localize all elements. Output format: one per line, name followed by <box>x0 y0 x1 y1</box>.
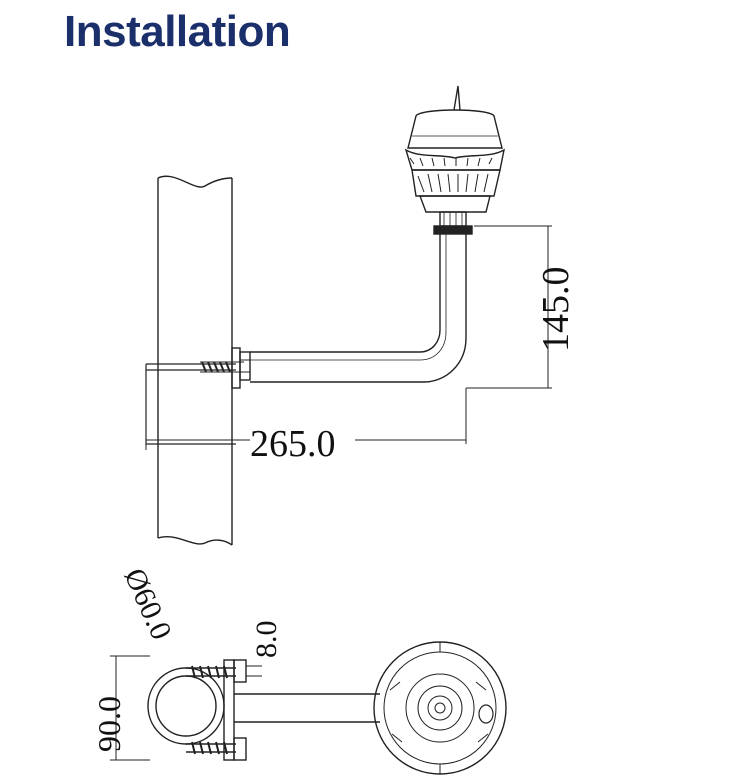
obstruction-light <box>404 85 505 235</box>
bracket-arm <box>250 232 467 383</box>
dim-light-height: 145.0 <box>535 267 577 353</box>
page-title: Installation <box>64 7 291 56</box>
clamp-top-view <box>110 641 507 775</box>
dim-clamp-height: 90.0 <box>91 696 127 752</box>
pole <box>157 175 233 546</box>
dim-bolt-offset: 8.0 <box>250 621 283 659</box>
dim-pole-diameter: Ø60.0 <box>118 563 178 644</box>
dimension-lines <box>145 225 552 450</box>
dim-arm-length: 265.0 <box>250 423 336 465</box>
u-bolt-side <box>145 347 251 445</box>
